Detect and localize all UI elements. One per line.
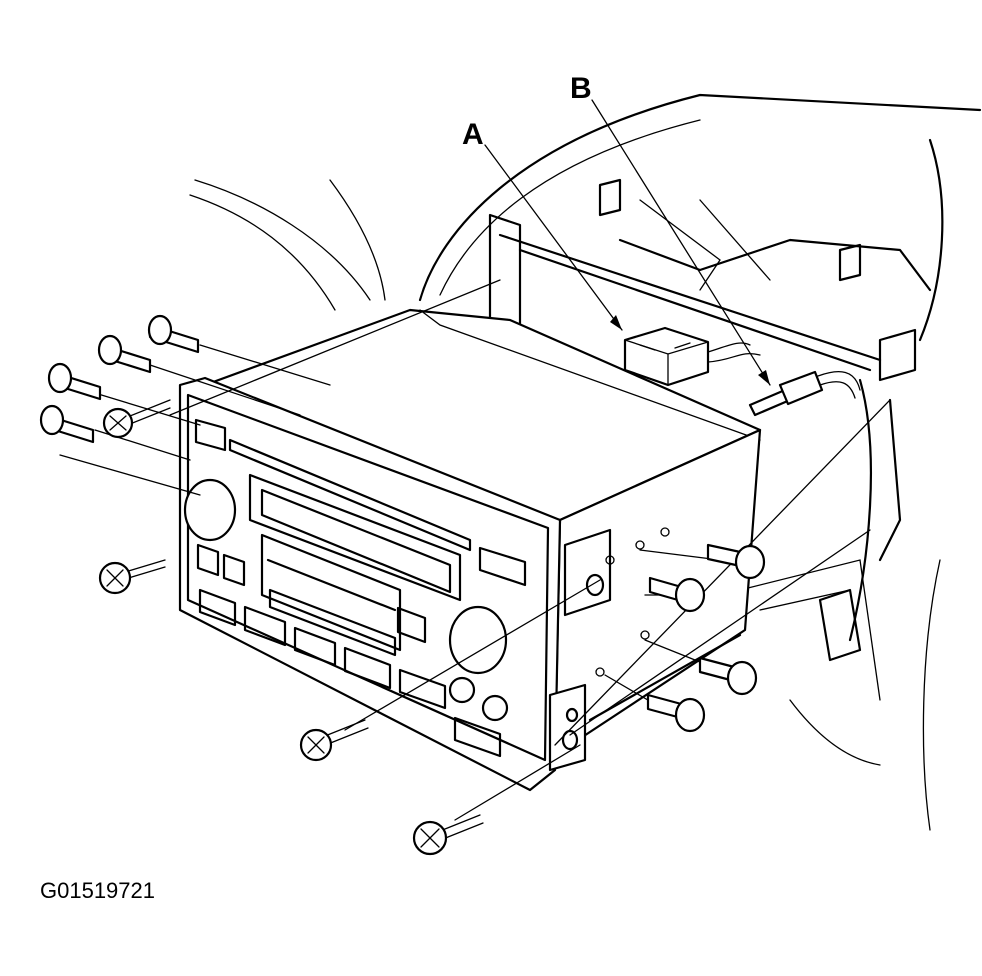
- callout-b-label: B: [570, 72, 592, 105]
- leader-line-b: [591, 99, 771, 386]
- screw-left-upper: [102, 399, 171, 439]
- bolt-right-4: [646, 693, 706, 733]
- bolt-right-1: [706, 543, 766, 580]
- dashboard-outline: [189, 93, 982, 831]
- leader-line-a: [484, 144, 623, 331]
- screw-left-lower: [98, 559, 166, 595]
- bolt-top-2: [97, 334, 152, 374]
- bolt-top-4: [39, 404, 95, 444]
- bolt-right-3: [698, 656, 758, 696]
- bolt-top-3: [47, 362, 102, 401]
- radio-unit: [178, 308, 762, 792]
- bolt-guide-lines: [59, 279, 891, 821]
- callout-a-label: A: [462, 118, 484, 151]
- figure-id-label: G01519721: [40, 878, 155, 903]
- bolt-right-2: [648, 576, 706, 613]
- bolt-top-1: [147, 314, 200, 354]
- screw-bottom-center: [299, 719, 369, 762]
- antenna-lead-b: [748, 370, 861, 417]
- screw-bottom-right: [412, 814, 484, 856]
